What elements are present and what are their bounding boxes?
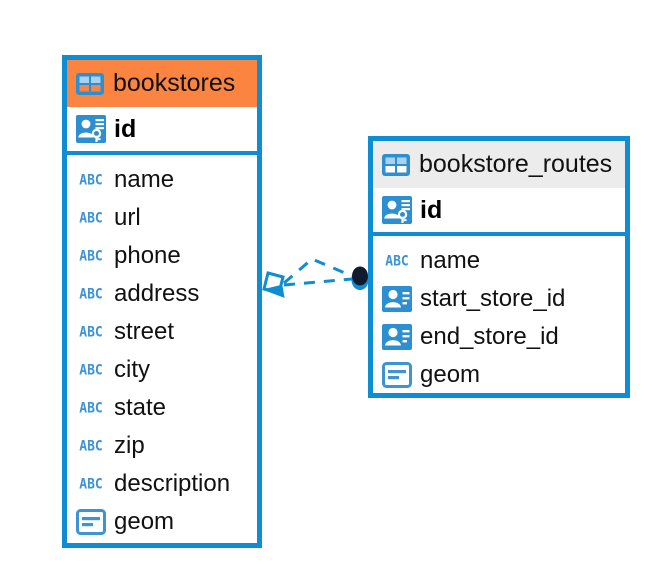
abc-icon: ABC <box>79 399 103 417</box>
primary-key-label: id <box>420 195 443 224</box>
field-label: address <box>114 280 200 307</box>
field-label: start_store_id <box>420 285 566 312</box>
field-row[interactable]: ABC name <box>373 242 625 280</box>
field-label: url <box>114 204 141 231</box>
field-row[interactable]: ABC name <box>67 161 257 199</box>
table-icon <box>382 153 410 176</box>
field-label: geom <box>114 508 175 535</box>
field-label: name <box>420 247 481 274</box>
geometry-icon <box>76 509 106 535</box>
field-row[interactable]: geom <box>373 356 625 394</box>
field-label: name <box>114 166 175 193</box>
primary-key-row[interactable]: id <box>373 188 625 236</box>
field-row[interactable]: ABC description <box>67 465 257 503</box>
field-label: geom <box>420 361 481 388</box>
field-row[interactable]: start_store_id <box>373 280 625 318</box>
field-row[interactable]: ABC phone <box>67 237 257 275</box>
entity-title: bookstores <box>113 69 236 97</box>
field-row[interactable]: ABC state <box>67 389 257 427</box>
field-label: street <box>114 318 175 345</box>
table-icon <box>76 72 104 95</box>
primary-key-icon <box>382 196 412 224</box>
field-row[interactable]: ABC address <box>67 275 257 313</box>
abc-icon: ABC <box>79 209 103 227</box>
abc-icon: ABC <box>79 323 103 341</box>
abc-icon: ABC <box>79 361 103 379</box>
geometry-icon <box>382 362 412 388</box>
entity-title: bookstore_routes <box>419 150 613 178</box>
entity-table-bookstore-routes[interactable]: bookstore_routes id ABC name start_store_i… <box>368 136 630 398</box>
field-label: zip <box>114 432 145 459</box>
field-label: state <box>114 394 167 421</box>
foreign-key-icon <box>382 286 412 312</box>
foreign-key-icon <box>382 324 412 350</box>
field-row[interactable]: ABC url <box>67 199 257 237</box>
crows-foot-marker <box>262 271 285 298</box>
entity-header-bookstores[interactable]: bookstores <box>67 60 257 107</box>
abc-icon: ABC <box>79 475 103 493</box>
filled-circle-marker <box>351 266 369 290</box>
field-row[interactable]: ABC street <box>67 313 257 351</box>
field-label: description <box>114 470 231 497</box>
abc-icon: ABC <box>79 285 103 303</box>
field-label: end_store_id <box>420 323 559 350</box>
relationship-line-upper <box>283 257 353 285</box>
abc-icon: ABC <box>79 247 103 265</box>
relationship-line-lower <box>283 277 353 287</box>
field-row[interactable]: end_store_id <box>373 318 625 356</box>
field-label: city <box>114 356 150 383</box>
primary-key-label: id <box>114 114 137 143</box>
abc-icon: ABC <box>79 437 103 455</box>
field-row[interactable]: ABC city <box>67 351 257 389</box>
field-label: phone <box>114 242 181 269</box>
primary-key-row[interactable]: id <box>67 107 257 155</box>
entity-header-bookstore-routes[interactable]: bookstore_routes <box>373 141 625 188</box>
field-row[interactable]: geom <box>67 503 257 541</box>
abc-icon: ABC <box>79 171 103 189</box>
field-row[interactable]: ABC zip <box>67 427 257 465</box>
primary-key-icon <box>76 115 106 143</box>
abc-icon: ABC <box>385 252 409 270</box>
